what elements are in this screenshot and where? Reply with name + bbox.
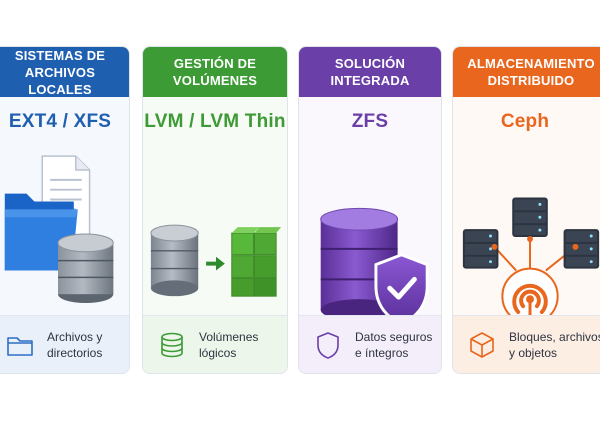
footer-line-1: Volúmenes (199, 329, 259, 344)
server-icon (563, 229, 600, 269)
footer-line-2: e íntegros (355, 345, 409, 360)
header-line-1: ALMACENAMIENTO (467, 56, 595, 71)
cube-icon (470, 331, 494, 358)
shield-icon (317, 331, 339, 359)
header-line-2: VOLÚMENES (172, 73, 258, 88)
filesystem-illustration (4, 155, 114, 304)
footer-line-2: y objetos (509, 345, 558, 360)
card-header: SOLUCIÓN INTEGRADA (299, 47, 441, 97)
header-line-2: INTEGRADA (330, 73, 410, 88)
footer-line-2: lógicos (199, 345, 237, 360)
volume-blocks-icon (231, 227, 282, 297)
card-header: ALMACENAMIENTO DISTRIBUIDO (453, 47, 600, 97)
card-integrated-solution: SOLUCIÓN INTEGRADA ZFS (298, 46, 442, 374)
zfs-illustration (320, 207, 429, 326)
tech-label: Ceph (500, 111, 550, 132)
ceph-logo-icon (501, 267, 559, 325)
disk-stack-icon (57, 233, 114, 304)
footer-line-1: Bloques, archivos (509, 329, 600, 344)
ceph-illustration (462, 197, 600, 325)
card-volume-management: GESTIÓN DE VOLÚMENES LVM / LVM Thin (142, 46, 288, 374)
card-header: GESTIÓN DE VOLÚMENES (143, 47, 287, 97)
server-icon (512, 197, 548, 242)
arrow-right-icon (206, 256, 225, 271)
tech-label: LVM / LVM Thin (144, 111, 286, 132)
header-line-1: SOLUCIÓN (334, 56, 406, 71)
header-line-2: DISTRIBUIDO (487, 73, 575, 88)
tech-label: EXT4 / XFS (8, 111, 112, 132)
footer-line-1: Datos seguros (355, 329, 433, 344)
shield-check-icon (374, 253, 429, 326)
connection-lines (493, 238, 577, 272)
server-icon (462, 229, 499, 269)
header-line-2: ARCHIVOS LOCALES (24, 64, 96, 97)
card-distributed-storage: ALMACENAMIENTO DISTRIBUIDO Ceph (452, 46, 600, 374)
disk-stack-icon (150, 224, 199, 297)
database-icon (161, 332, 183, 357)
header-line-1: SISTEMAS DE (14, 47, 106, 63)
footer-line-2: directorios (47, 345, 103, 360)
footer-line-1: Archivos y (47, 329, 103, 344)
tech-label: ZFS (351, 111, 389, 132)
volume-illustration (150, 224, 282, 297)
folder-icon (7, 336, 33, 356)
header-line-1: GESTIÓN DE (173, 56, 257, 71)
